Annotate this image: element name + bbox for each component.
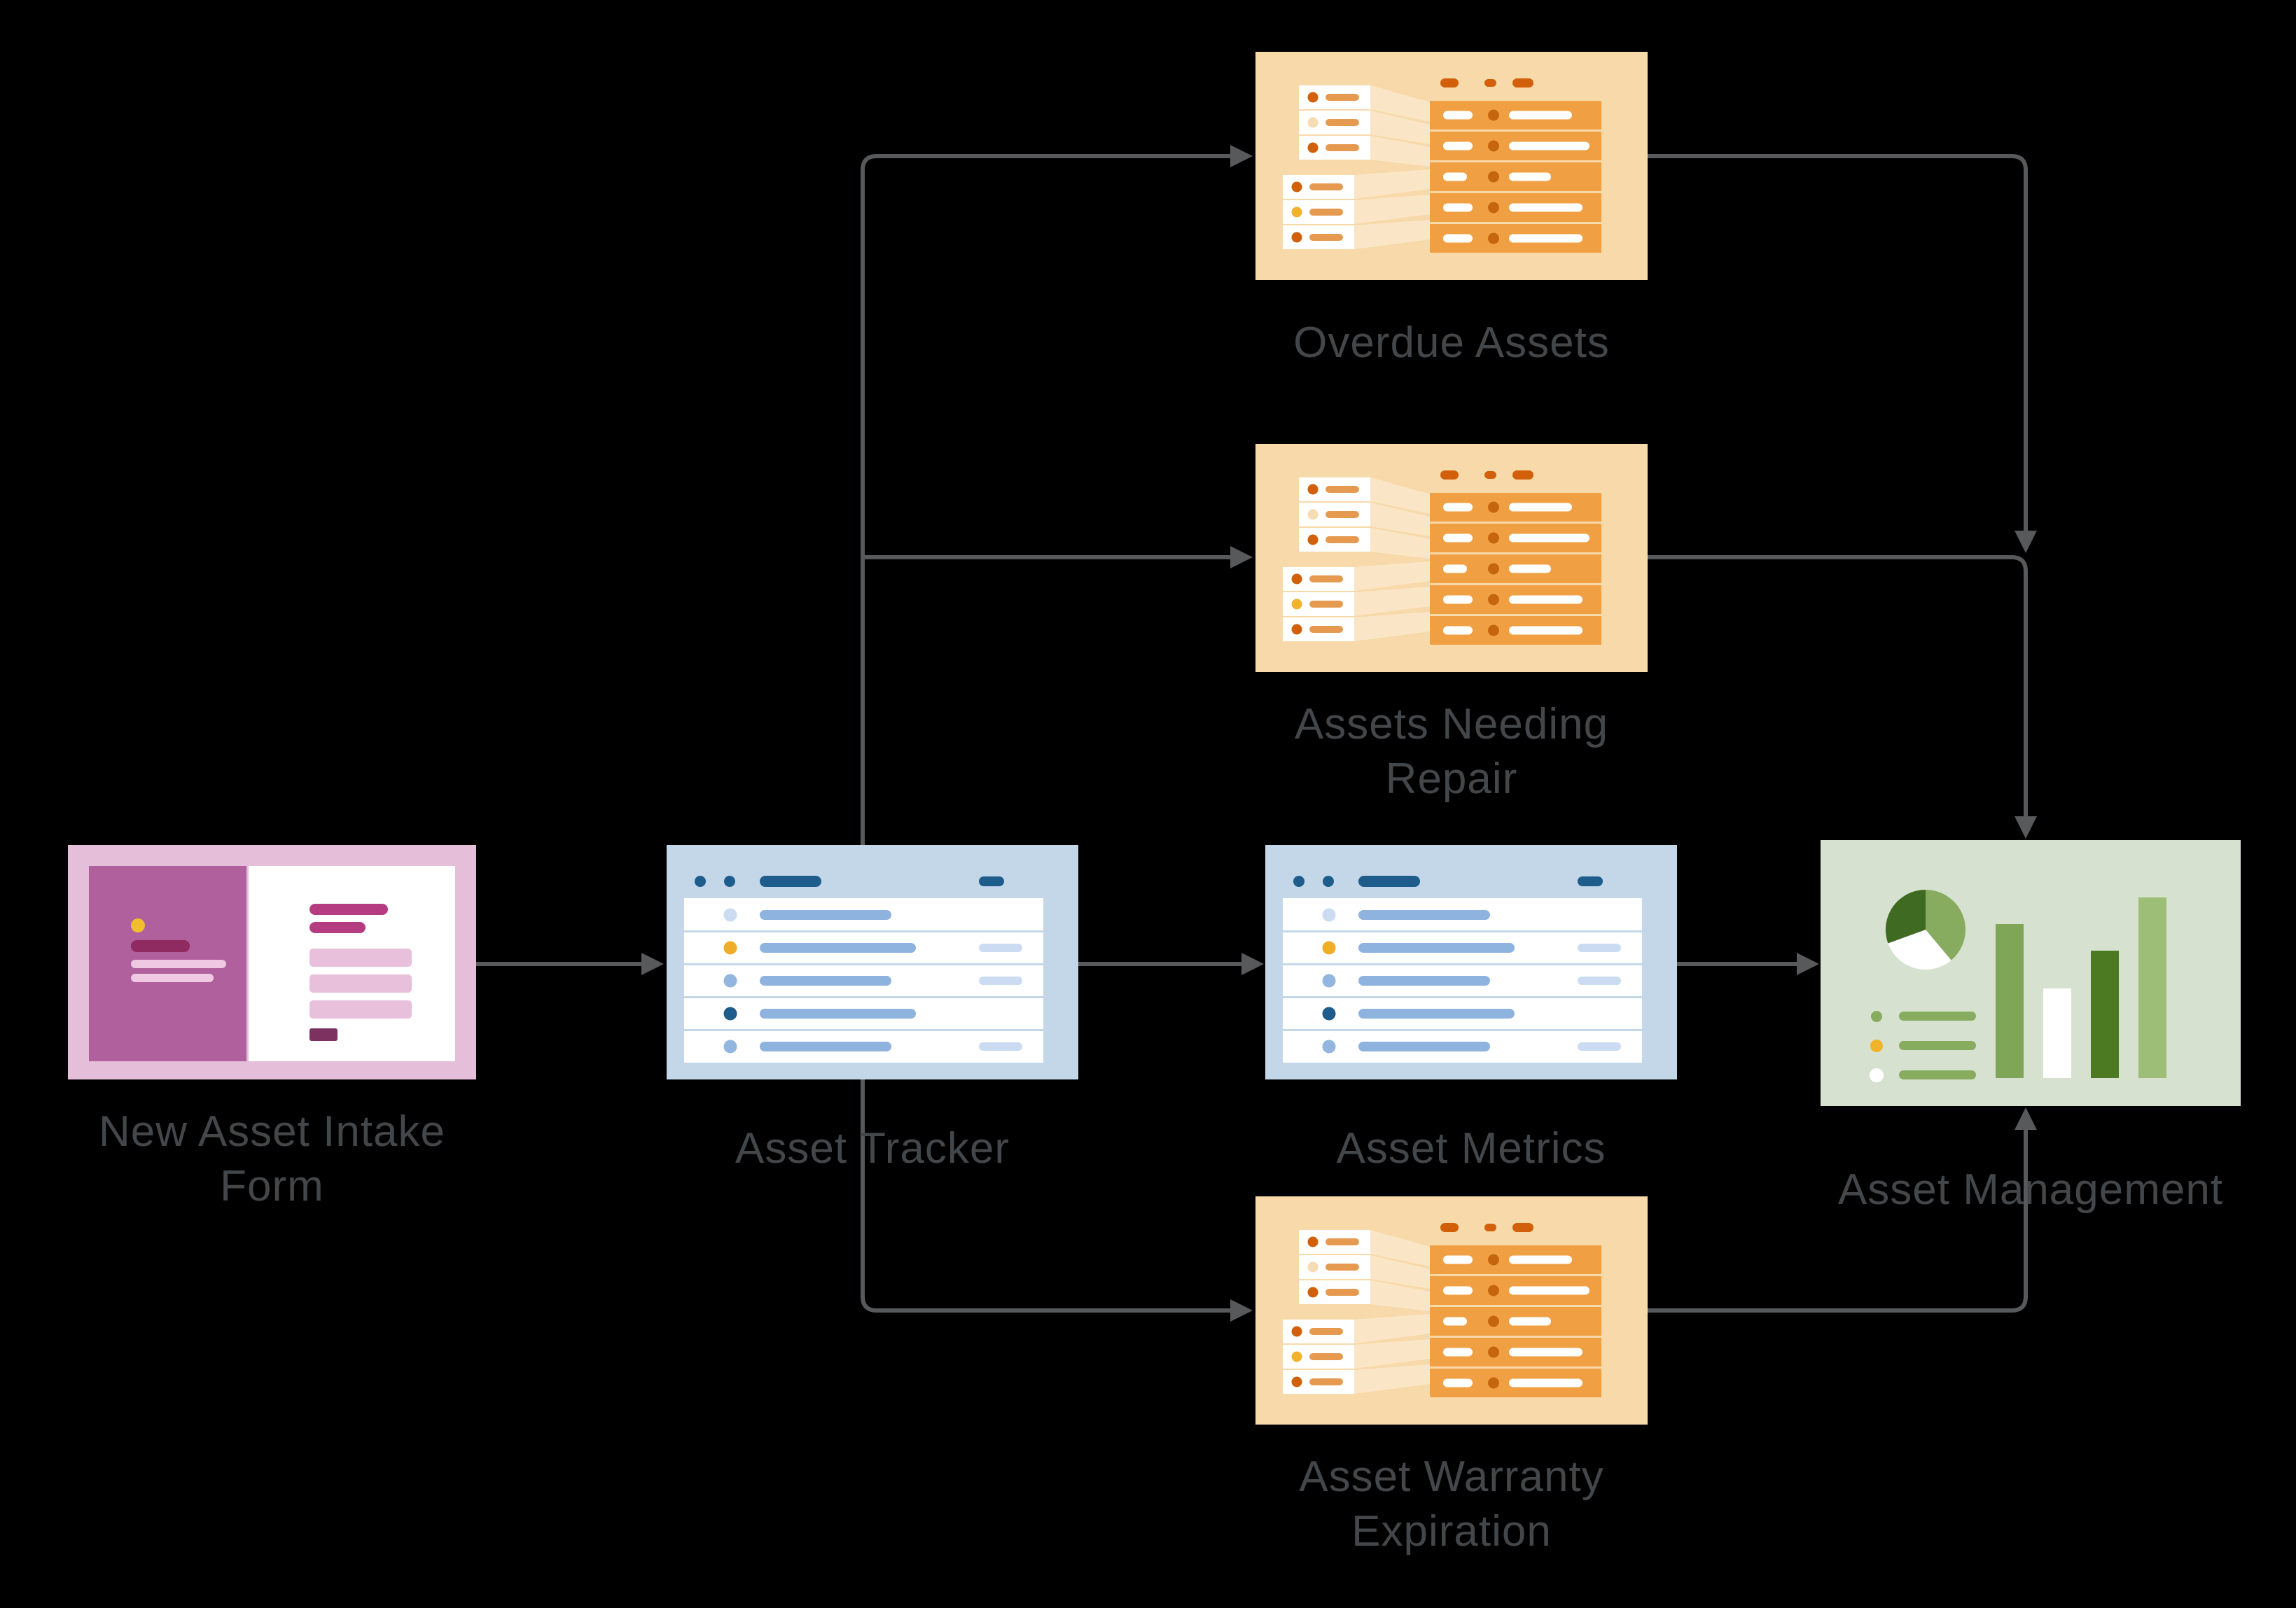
node-asset-tracker: [667, 845, 1078, 1079]
record-match-icon: [1255, 1196, 1648, 1425]
arrowhead-icon: [1241, 953, 1264, 975]
form-icon: [68, 845, 476, 1079]
arrowhead-icon: [1230, 1299, 1253, 1322]
node-label-assets-needing-repair: Assets Needing Repair: [1294, 700, 1609, 803]
node-overdue-assets: [1255, 52, 1648, 280]
node-label-asset-metrics: Asset Metrics: [1336, 1124, 1606, 1173]
record-match-icon: [1255, 444, 1648, 672]
node-label-asset-tracker: Asset Tracker: [735, 1124, 1010, 1173]
connector-overdue-to-management: [1648, 154, 2028, 532]
connector-warranty-to-management: [1648, 1128, 2028, 1313]
node-label-asset-warranty-expiration: Asset Warranty Expiration: [1299, 1453, 1604, 1555]
arrowhead-icon: [2015, 531, 2037, 553]
node-asset-warranty-expiration: [1255, 1196, 1648, 1425]
node-assets-needing-repair: [1255, 444, 1648, 672]
node-label-new-asset-intake-form: New Asset Intake Form: [98, 1107, 446, 1210]
record-match-icon: [1255, 52, 1648, 280]
arrowhead-icon: [2015, 816, 2037, 839]
arrowhead-icon: [2015, 1107, 2037, 1130]
connector-repair-to-management: [1648, 555, 2028, 818]
node-asset-management: [1821, 840, 2241, 1106]
connector-tracker-to-overdue: [861, 154, 1232, 845]
node-label-overdue-assets: Overdue Assets: [1293, 319, 1610, 367]
list-icon: [1265, 845, 1677, 1079]
connector-tracker-to-warranty: [861, 1079, 1232, 1313]
arrowhead-icon: [1230, 546, 1253, 568]
node-asset-metrics: [1265, 845, 1677, 1079]
arrowhead-icon: [641, 953, 664, 975]
node-new-asset-intake-form: [68, 845, 476, 1079]
arrowhead-icon: [1797, 953, 1819, 975]
node-label-asset-management: Asset Management: [1837, 1166, 2224, 1214]
analytics-dashboard-icon: [1821, 840, 2241, 1106]
list-icon: [667, 845, 1078, 1079]
arrowhead-icon: [1230, 145, 1253, 167]
